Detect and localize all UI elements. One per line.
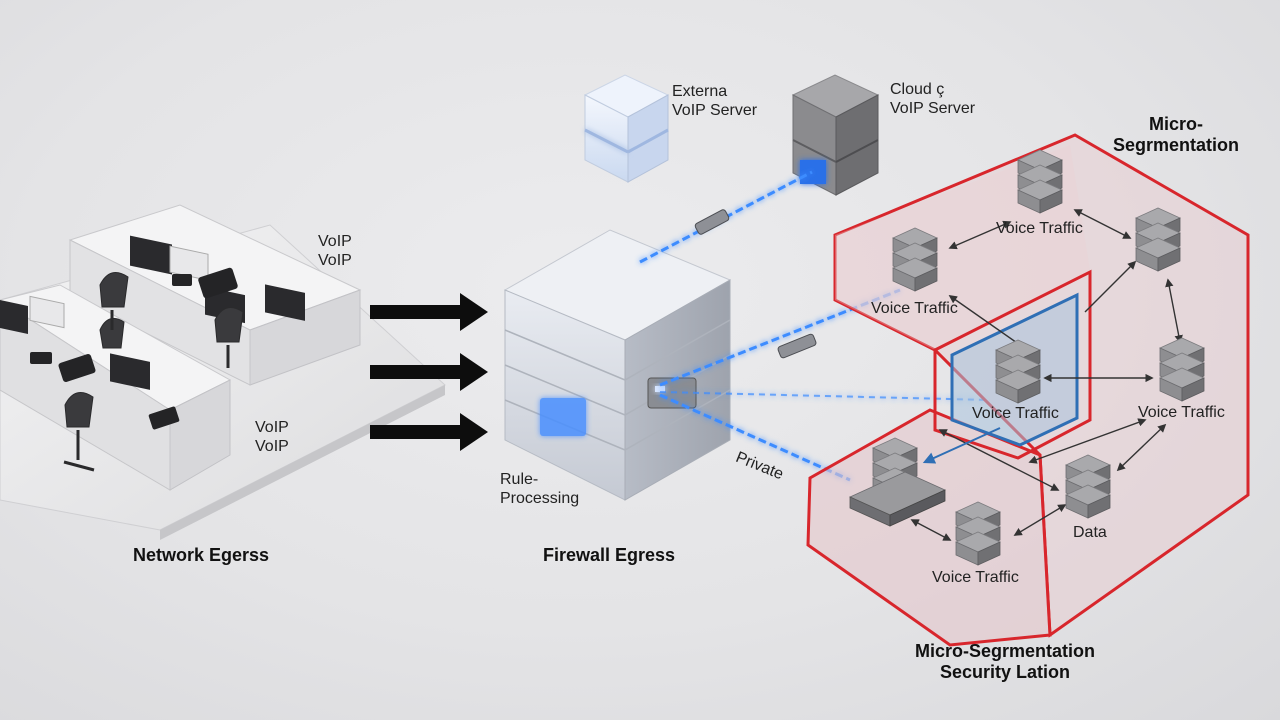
voice-traffic-label-5: Voice Traffic <box>932 569 1019 586</box>
data-label: Data <box>1073 524 1107 541</box>
server-stack-3 <box>1135 207 1181 272</box>
office-chairs <box>63 272 244 472</box>
egress-arrow-3 <box>370 413 488 451</box>
voice-traffic-label-1: Voice Traffic <box>996 220 1083 237</box>
server-stack-4 <box>995 339 1041 404</box>
voip-phones-label-bottom: VoIP VoIP <box>255 419 289 455</box>
external-voip-server-label: Externa VoIP Server <box>672 83 758 119</box>
network-egress-label: Network Egerss <box>133 545 270 565</box>
server-stack-8 <box>955 501 1001 566</box>
server-stack-1 <box>1017 149 1063 214</box>
link-firewall-segment-bottom <box>659 393 851 482</box>
voice-link-blue <box>922 427 1001 464</box>
cloud-server-port <box>800 160 826 184</box>
voice-traffic-label-3: Voice Traffic <box>972 405 1059 422</box>
cloud-voip-server <box>791 74 880 196</box>
desk-phones <box>30 267 238 430</box>
segment-servers <box>849 149 1205 566</box>
firewall-appliance <box>503 229 732 501</box>
egress-arrow-2 <box>370 353 488 391</box>
network-switch <box>849 471 946 527</box>
egress-arrows <box>370 293 488 451</box>
external-voip-server <box>583 74 670 183</box>
voice-traffic-label-4: Voice Traffic <box>1138 404 1225 421</box>
firewall-glow-port <box>540 398 586 436</box>
voice-traffic-label-2: Voice Traffic <box>871 300 958 317</box>
server-stack-5 <box>1159 337 1205 402</box>
cloud-voip-server-label: Cloud ç VoIP Server <box>890 81 976 117</box>
voip-phones-label-top: VoIP VoIP <box>318 233 352 269</box>
desk-row-back <box>68 204 362 386</box>
link-connectors <box>694 209 817 359</box>
egress-arrow-1 <box>370 293 488 331</box>
micro-segmentation-title: Micro- Segrmentation <box>1112 114 1240 155</box>
firewall-egress-label: Firewall Egress <box>543 545 676 565</box>
rule-processing-label: Rule- Processing <box>500 471 580 507</box>
office-workstations <box>0 204 446 540</box>
server-stack-2 <box>892 227 938 292</box>
micro-segmentation-security-label: Micro-Segrmentation Security Lation <box>914 641 1096 682</box>
link-firewall-segment-top <box>659 288 901 387</box>
server-stack-6 <box>1065 454 1111 519</box>
micro-segment-bottom <box>806 408 1052 647</box>
